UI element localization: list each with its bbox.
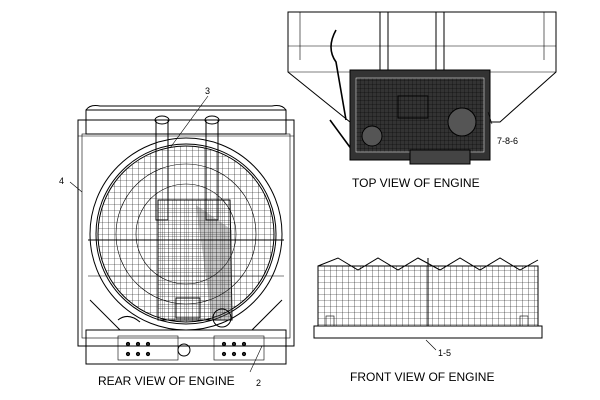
rear-view-caption: REAR VIEW OF ENGINE [98,374,235,388]
rear-view-drawing [77,105,295,365]
callout-3: 3 [169,86,210,149]
front-view-caption: FRONT VIEW OF ENGINE [350,370,494,384]
top-view-drawing [287,11,557,165]
callout-7-8-6: 7-8-6 [487,111,518,146]
svg-text:2: 2 [256,378,261,388]
svg-text:7-8-6: 7-8-6 [497,136,518,146]
coolant-pipe-left [155,119,169,221]
callout-4: 4 [59,176,83,193]
base-plate [85,329,287,365]
svg-text:4: 4 [59,176,64,186]
front-base [313,325,543,339]
svg-text:1-5: 1-5 [438,348,451,358]
top-view-caption: TOP VIEW OF ENGINE [352,176,480,190]
top-tank [85,109,287,135]
svg-text:3: 3 [205,86,210,96]
callout-2: 2 [249,345,263,388]
coolant-pipe-right [205,119,219,221]
radiator-frame [77,119,295,347]
callout-1-5: 1-5 [425,339,451,358]
front-view-drawing [313,257,543,339]
